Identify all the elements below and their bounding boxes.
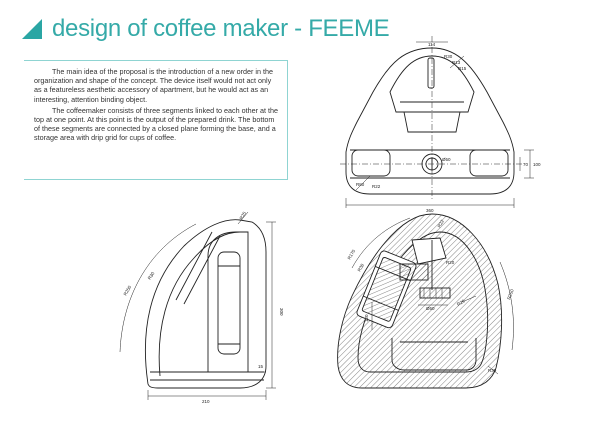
description-paragraph-2: The coffeemaker consists of three segmen… xyxy=(34,105,278,143)
side-height: 300 xyxy=(279,308,284,316)
front-radius-1: R30 xyxy=(444,54,453,59)
section-radius-e: R20 xyxy=(446,260,455,265)
triangle-logo-icon xyxy=(22,19,42,39)
section-view-drawing xyxy=(337,213,514,389)
front-radius-5: R80 xyxy=(356,182,365,187)
section-diameter-g: Ø50 xyxy=(426,306,435,311)
description-box: The main idea of the proposal is the int… xyxy=(24,60,288,180)
front-view-drawing xyxy=(340,36,534,208)
front-radius-3: R15 xyxy=(458,66,467,71)
section-radius-i: R30 xyxy=(488,368,497,373)
front-right-dim-1: 70 xyxy=(523,162,529,167)
page-title: design of coffee maker - FEEME xyxy=(52,15,390,42)
section-radius-f: R250 xyxy=(506,288,515,300)
section-radius-b: R38 xyxy=(357,262,366,272)
side-width: 210 xyxy=(202,399,210,404)
section-radius-h: R25 xyxy=(456,298,466,307)
title-row: design of coffee maker - FEEME xyxy=(22,14,390,44)
front-knob-diameter: Ø50 xyxy=(442,157,451,162)
front-radius-4: R22 xyxy=(372,184,381,189)
section-radius-a: R170 xyxy=(347,248,357,260)
description-paragraph-1: The main idea of the proposal is the int… xyxy=(34,67,273,104)
front-top-width: 114 xyxy=(428,42,436,47)
side-radius-2: R30 xyxy=(147,271,156,281)
front-right-dim-2: 100 xyxy=(533,162,541,167)
section-dim-c: 120 xyxy=(364,314,369,322)
side-view-drawing xyxy=(119,211,276,400)
side-radius-3: R25 xyxy=(239,210,248,220)
front-radius-2: R13 xyxy=(452,60,461,65)
side-small-dim: 15 xyxy=(258,364,264,369)
side-radius-1: R250 xyxy=(123,284,133,296)
front-total-width: 360 xyxy=(426,208,434,213)
section-radius-d: R22 xyxy=(437,218,446,228)
